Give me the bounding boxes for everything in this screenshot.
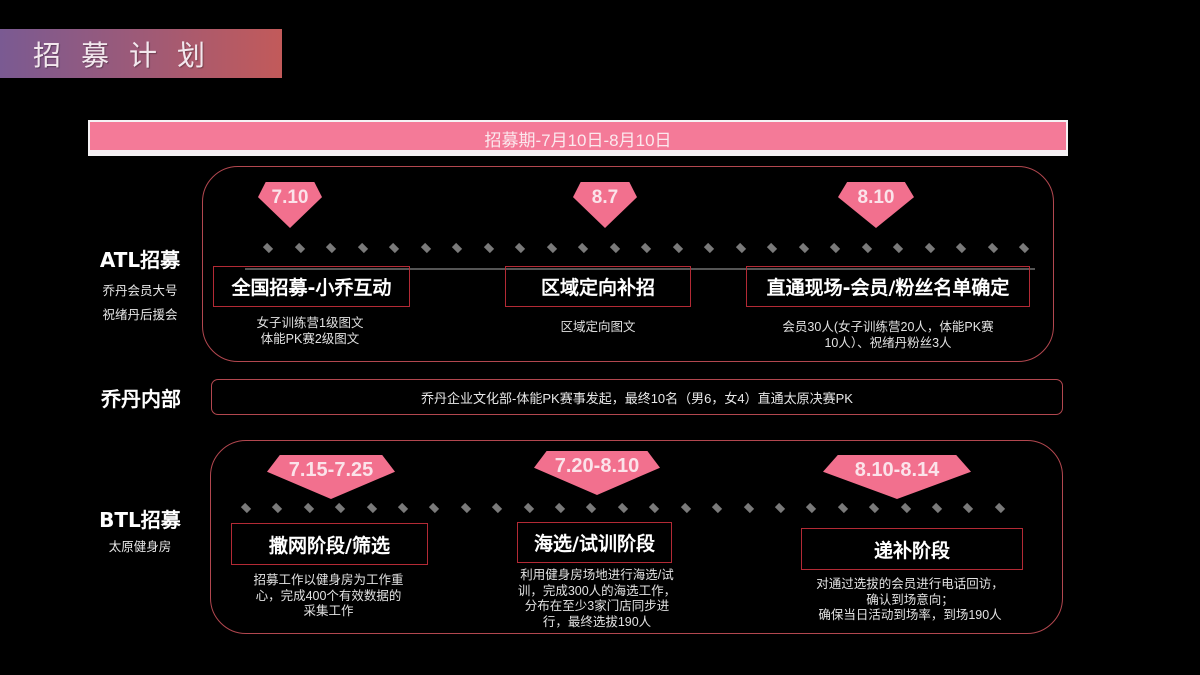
atl-stage-2-box: 区域定向补招 [505, 266, 691, 307]
atl-stage-2-desc: 区域定向图文 [560, 320, 636, 334]
timeline-diamond-icon [240, 502, 252, 514]
btl-row-label: BTL招募 太原健身房 [80, 504, 200, 559]
internal-info-text: 乔丹企业文化部-体能PK赛事发起，最终10名（男6，女4）直通太原决赛PK [421, 390, 853, 406]
internal-info-box: 乔丹企业文化部-体能PK赛事发起，最终10名（男6，女4）直通太原决赛PK [211, 379, 1063, 415]
btl-stage-2-desc: 利用健身房场地进行海选/试 训，完成300人的海选工作， 分布在至少3家门店同步… [517, 568, 677, 629]
atl-timeline-line [245, 268, 1035, 270]
timeline-diamond-icon [514, 242, 526, 254]
btl-stage-1-title: 撒网阶段/筛选 [269, 534, 390, 557]
timeline-diamond-icon [397, 502, 409, 514]
btl-date-2: 7.20-8.10 [554, 455, 640, 477]
timeline-diamond-icon [388, 242, 400, 254]
timeline-diamond-icon [987, 242, 998, 254]
page-title: 招募计划 [33, 38, 226, 72]
timeline-diamond-icon [357, 242, 368, 254]
timeline-diamond-icon [861, 242, 872, 254]
page-title-bar: 招募计划 [0, 29, 282, 78]
atl-stage-1-desc: 女子训练营1级图文 体能PK赛2级图文 [256, 316, 364, 346]
btl-sub-label: 太原健身房 [108, 539, 172, 554]
timeline-diamond-icon [994, 502, 1005, 514]
atl-stage-3-desc: 会员30人(女子训练营20人，体能PK赛 10人）、祝绪丹粉丝3人 [782, 320, 994, 350]
btl-stage-1-desc: 招募工作以健身房为工作重 心，完成400个有效数据的 采集工作 [253, 573, 404, 618]
timeline-diamond-icon [451, 242, 463, 254]
btl-stage-1-box: 撒网阶段/筛选 [231, 523, 428, 565]
btl-panel [210, 440, 1063, 634]
timeline-diamond-icon [711, 502, 723, 514]
timeline-diamond-icon [955, 242, 967, 254]
btl-stage-2-title: 海选/试训阶段 [534, 533, 655, 555]
timeline-diamond-icon [586, 502, 597, 514]
atl-date-3: 8.10 [857, 187, 895, 208]
timeline-diamond-icon [837, 502, 848, 514]
timeline-diamond-icon [272, 502, 283, 514]
atl-sub-label-2: 祝绪丹后援会 [102, 307, 178, 322]
btl-date-3: 8.10-8.14 [854, 459, 940, 481]
timeline-diamond-icon [483, 242, 494, 254]
timeline-diamond-icon [703, 242, 715, 254]
btl-stage-3-desc: 对通过选拔的会员进行电话回访， 确认到场意向； 确保当日活动到场率，到场190人 [816, 577, 1004, 622]
atl-row-label: ATL招募 乔丹会员大号 祝绪丹后援会 [80, 244, 200, 327]
timeline-diamond-icon [806, 502, 817, 514]
timeline-diamond-icon [303, 502, 314, 514]
timeline-diamond-icon [492, 502, 503, 514]
timeline-diamond-icon [262, 242, 274, 254]
internal-title: 乔丹内部 [101, 387, 181, 411]
timeline-diamond-icon [640, 242, 652, 254]
timeline-diamond-icon [546, 242, 557, 254]
btl-date-1: 7.15-7.25 [288, 459, 374, 481]
timeline-diamond-icon [829, 242, 841, 254]
recruitment-period-banner: 招募期-7月10日-8月10日 [88, 120, 1068, 156]
timeline-diamond-icon [900, 502, 911, 514]
timeline-diamond-icon [460, 502, 471, 514]
timeline-diamond-icon [420, 242, 431, 254]
timeline-diamond-icon [774, 502, 786, 514]
timeline-diamond-icon [868, 502, 880, 514]
timeline-diamond-icon [672, 242, 683, 254]
btl-timeline-dots [240, 502, 1005, 514]
timeline-diamond-icon [617, 502, 629, 514]
timeline-diamond-icon [798, 242, 809, 254]
timeline-diamond-icon [924, 242, 935, 254]
atl-panel [202, 166, 1054, 362]
btl-title: BTL招募 [99, 508, 181, 532]
timeline-diamond-icon [523, 502, 534, 514]
atl-sub-label-1: 乔丹会员大号 [102, 283, 178, 298]
atl-title: ATL招募 [99, 248, 181, 272]
timeline-diamond-icon [735, 242, 746, 254]
btl-stage-3-box: 递补阶段 [801, 528, 1023, 570]
atl-stage-1-title: 全国招募-小乔互动 [231, 277, 392, 299]
timeline-diamond-icon [294, 242, 305, 254]
timeline-diamond-icon [649, 502, 660, 514]
atl-timeline-dots [262, 242, 1030, 254]
timeline-diamond-icon [963, 502, 974, 514]
atl-date-1: 7.10 [271, 187, 309, 208]
timeline-diamond-icon [766, 242, 778, 254]
timeline-diamond-icon [743, 502, 754, 514]
atl-stage-3-title: 直通现场-会员/粉丝名单确定 [766, 277, 1010, 299]
timeline-diamond-icon [325, 242, 337, 254]
timeline-diamond-icon [1018, 242, 1030, 254]
timeline-diamond-icon [335, 502, 346, 514]
timeline-diamond-icon [931, 502, 943, 514]
timeline-diamond-icon [577, 242, 589, 254]
timeline-diamond-icon [892, 242, 904, 254]
btl-stage-3-title: 递补阶段 [873, 539, 950, 562]
timeline-diamond-icon [429, 502, 440, 514]
atl-date-2: 8.7 [591, 187, 619, 208]
btl-stage-2-box: 海选/试训阶段 [517, 522, 672, 563]
timeline-diamond-icon [366, 502, 377, 514]
timeline-diamond-icon [554, 502, 566, 514]
timeline-diamond-icon [609, 242, 620, 254]
atl-stage-2-title: 区域定向补招 [540, 277, 655, 299]
atl-stage-3-box: 直通现场-会员/粉丝名单确定 [746, 266, 1030, 307]
internal-row-label: 乔丹内部 [86, 383, 196, 412]
timeline-diamond-icon [680, 502, 691, 514]
atl-stage-1-box: 全国招募-小乔互动 [213, 266, 410, 307]
recruitment-period-label: 招募期-7月10日-8月10日 [484, 130, 672, 150]
